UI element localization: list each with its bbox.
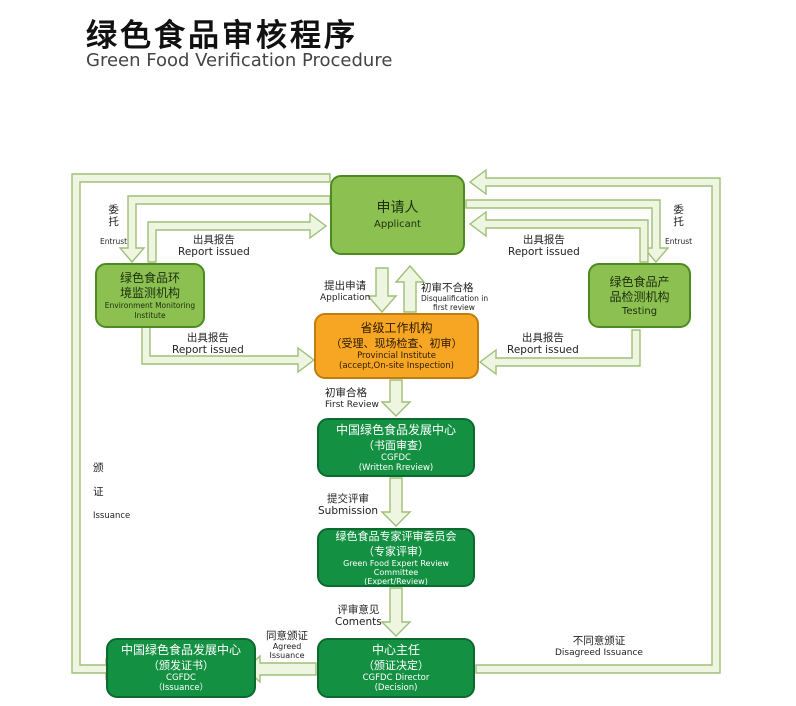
node-env-monitor: 绿色食品环 境监测机构 Environment Monitoring Insti… xyxy=(95,263,205,328)
node-expert-committee-en2: Committee xyxy=(373,568,419,577)
label-report-br: 出具报告 Report issued xyxy=(507,332,579,356)
node-env-monitor-en1: Environment Monitoring xyxy=(104,300,196,310)
node-applicant: 申请人 Applicant xyxy=(330,175,465,255)
label-first-review-zh: 初审合格 xyxy=(325,387,367,399)
label-application: 提出申请 Application xyxy=(320,280,370,304)
node-cgfdc-written-en1: CGFDC xyxy=(381,452,411,463)
label-entrust-left-zh1: 委 xyxy=(108,204,119,216)
label-disqualification-en2: first review xyxy=(433,303,475,312)
node-product-test-zh1: 绿色食品产 xyxy=(609,274,670,289)
node-cgfdc-written: 中国绿色食品发展中心 （书面审查） CGFDC (Written Rreview… xyxy=(317,418,475,477)
label-entrust-left-zh2: 托 xyxy=(108,216,119,228)
label-report-tl: 出具报告 Report issued xyxy=(178,234,250,258)
label-disagreed-en: Disagreed Issuance xyxy=(555,648,643,658)
arrow-entrust-left xyxy=(118,195,331,264)
node-issuance-zh1: 中国绿色食品发展中心 xyxy=(120,643,241,657)
arrow-comments xyxy=(380,587,412,637)
node-env-monitor-zh2: 境监测机构 xyxy=(119,285,180,300)
arrow-report-bl xyxy=(141,323,316,374)
label-entrust-right-zh1: 委 xyxy=(673,204,684,216)
node-cgfdc-written-zh2: （书面审查） xyxy=(363,438,429,452)
label-agreed: 同意颁证 Agreed Issuance xyxy=(266,630,308,660)
label-agreed-en1: Agreed xyxy=(272,642,302,651)
arrow-report-br xyxy=(478,329,641,376)
node-provincial-en1: Provincial Institute xyxy=(357,351,436,361)
label-submission-zh: 提交评审 xyxy=(327,493,370,505)
node-director-zh2: （颁证决定） xyxy=(363,659,429,672)
label-issuance-side-zh2: 证 xyxy=(93,486,104,498)
label-submission: 提交评审 Submission xyxy=(318,493,378,517)
label-agreed-zh: 同意颁证 xyxy=(266,630,308,642)
label-disqualification-en1: Disqualification in xyxy=(421,294,489,303)
label-report-br-en: Report issued xyxy=(507,344,579,356)
arrow-first-review xyxy=(380,379,412,417)
node-expert-committee: 绿色食品专家评审委员会 （专家评审） Green Food Expert Rev… xyxy=(317,528,475,587)
label-report-tr-zh: 出具报告 xyxy=(522,234,565,246)
label-comments: 评审意见 Coments xyxy=(335,604,382,628)
label-report-tl-en: Report issued xyxy=(178,246,250,258)
node-product-test-en: Testing xyxy=(621,305,658,317)
label-application-en: Application xyxy=(320,293,371,303)
label-disqualification-zh: 初审不合格 xyxy=(421,282,474,294)
label-issuance-side: 颁 证 Issuance xyxy=(93,462,130,522)
label-first-review-en: First Review xyxy=(325,400,379,410)
arrow-submission xyxy=(380,477,412,527)
arrow-entrust-right xyxy=(465,199,670,264)
label-entrust-left: 委 托 Entrust xyxy=(100,204,127,248)
page-title: 绿色食品审核程序 xyxy=(86,18,358,54)
node-expert-committee-en1: Green Food Expert Review xyxy=(343,559,449,568)
label-issuance-side-zh1: 颁 xyxy=(93,462,104,474)
node-provincial-zh2: （受理、现场检查、初审） xyxy=(330,337,463,350)
label-disqualification: 初审不合格 Disqualification in first review xyxy=(421,282,488,312)
node-director: 中心主任 （颁证决定） CGFDC Director (Decision) xyxy=(317,638,475,698)
label-entrust-right: 委 托 Entrust xyxy=(665,204,692,248)
label-report-tr: 出具报告 Report issued xyxy=(508,234,580,258)
arrow-report-tl xyxy=(147,212,328,263)
node-director-en1: CGFDC Director xyxy=(362,673,430,683)
node-director-en2: (Decision) xyxy=(374,683,418,693)
label-disagreed: 不同意颁证 Disagreed Issuance xyxy=(555,635,643,659)
label-report-bl: 出具报告 Report issued xyxy=(172,332,244,356)
node-product-test: 绿色食品产 品检测机构 Testing xyxy=(588,263,691,328)
node-applicant-zh: 申请人 xyxy=(376,199,419,216)
node-issuance-zh2: （颁发证书） xyxy=(148,659,214,672)
arrow-application xyxy=(366,267,398,314)
node-provincial-en2: (accept,On-site Inspection) xyxy=(339,361,454,371)
arrow-right-disagreed xyxy=(468,168,721,674)
node-provincial-zh1: 省级工作机构 xyxy=(360,321,433,335)
label-report-tr-en: Report issued xyxy=(508,246,580,258)
node-cgfdc-written-en2: (Written Rreview) xyxy=(358,462,434,473)
node-issuance-en1: CGFDC xyxy=(166,673,196,683)
label-application-zh: 提出申请 xyxy=(324,280,367,292)
node-expert-committee-zh2: （专家评审） xyxy=(363,545,429,558)
arrow-disqualification xyxy=(394,264,426,313)
label-issuance-side-en: Issuance xyxy=(93,511,131,521)
node-issuance-en2: （Issuance） xyxy=(153,683,209,693)
node-director-zh1: 中心主任 xyxy=(371,643,420,657)
label-entrust-right-zh2: 托 xyxy=(673,216,684,228)
label-submission-en: Submission xyxy=(318,505,379,517)
label-report-br-zh: 出具报告 xyxy=(521,332,564,344)
page-subtitle: Green Food Verification Procedure xyxy=(86,50,393,71)
node-product-test-zh2: 品检测机构 xyxy=(609,289,670,304)
arrow-report-tr xyxy=(468,210,649,263)
node-cgfdc-written-zh1: 中国绿色食品发展中心 xyxy=(335,422,456,437)
label-first-review: 初审合格 First Review xyxy=(325,387,379,411)
label-entrust-right-en: Entrust xyxy=(665,237,693,246)
label-comments-zh: 评审意见 xyxy=(337,604,380,616)
node-env-monitor-en2: Institute xyxy=(134,310,166,320)
label-disagreed-zh: 不同意颁证 xyxy=(572,635,626,647)
node-expert-committee-en3: (Expert/Review) xyxy=(364,577,428,586)
label-entrust-left-en: Entrust xyxy=(100,237,128,246)
label-report-bl-en: Report issued xyxy=(172,344,244,356)
label-report-tl-zh: 出具报告 xyxy=(192,234,235,246)
label-report-bl-zh: 出具报告 xyxy=(186,332,229,344)
node-applicant-en: Applicant xyxy=(374,218,421,230)
node-provincial: 省级工作机构 （受理、现场检查、初审） Provincial Institute… xyxy=(314,313,479,379)
label-agreed-en2: Issuance xyxy=(269,651,305,660)
node-expert-committee-zh1: 绿色食品专家评审委员会 xyxy=(335,530,457,543)
node-issuance: 中国绿色食品发展中心 （颁发证书） CGFDC （Issuance） xyxy=(106,638,256,698)
node-env-monitor-zh1: 绿色食品环 xyxy=(119,270,180,285)
label-comments-en: Coments xyxy=(335,616,382,628)
